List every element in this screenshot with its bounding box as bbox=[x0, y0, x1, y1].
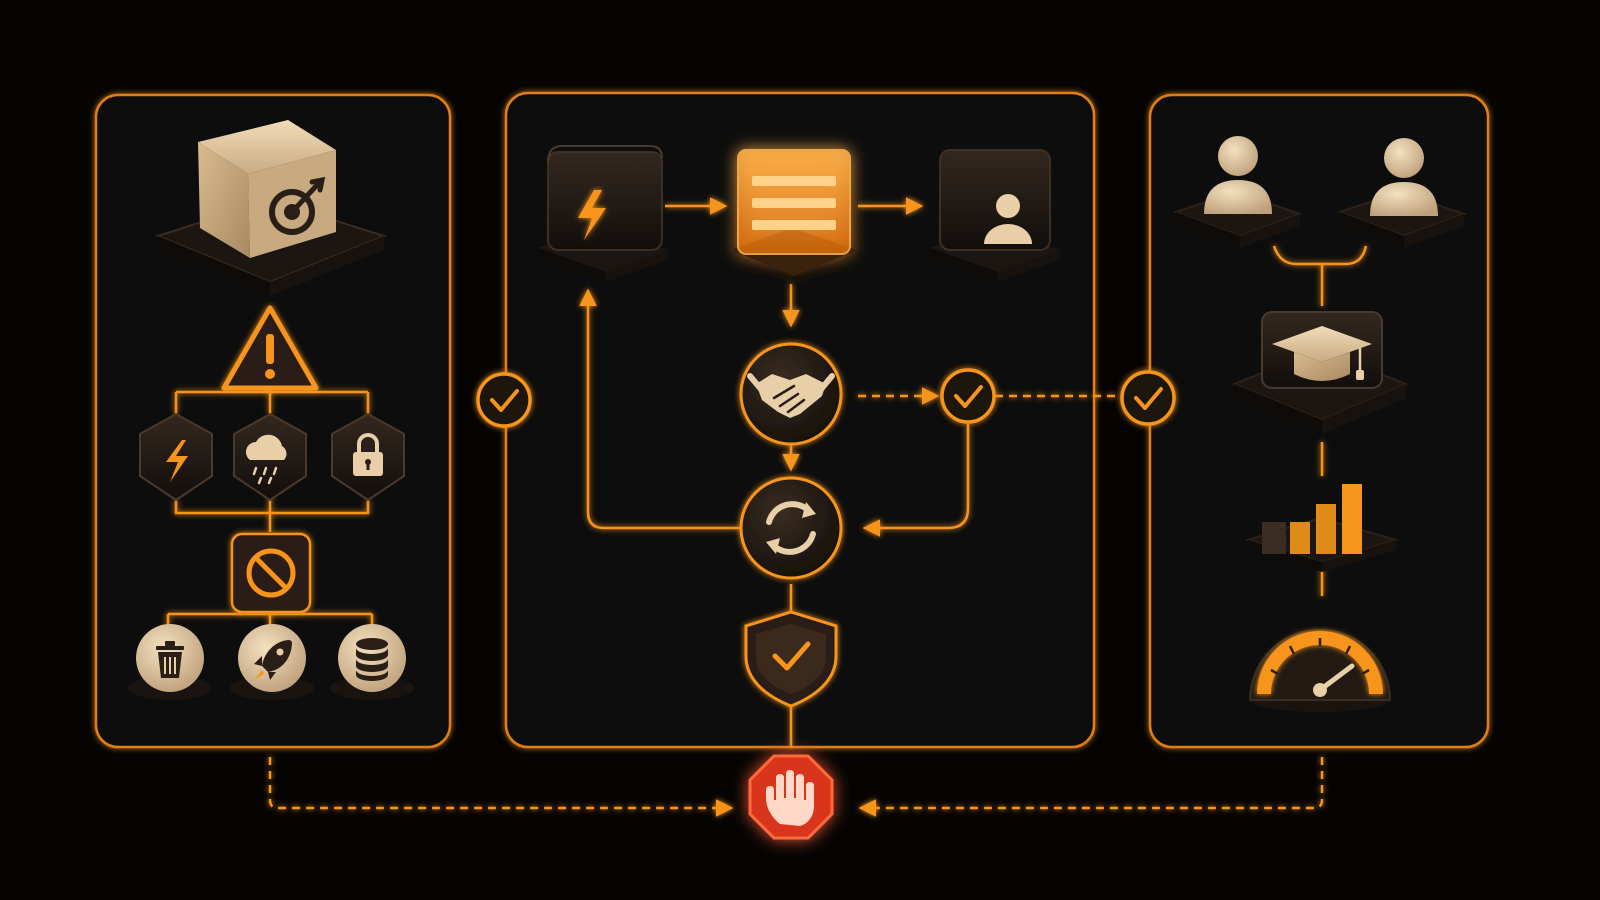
stop-hand-icon bbox=[748, 754, 834, 840]
rocket-icon bbox=[230, 624, 314, 700]
trash-icon bbox=[128, 624, 212, 700]
lightning-icon bbox=[139, 412, 213, 502]
user-icon bbox=[1173, 136, 1303, 248]
graduation-cap-icon bbox=[1231, 311, 1409, 434]
check-circle-icon bbox=[476, 372, 532, 428]
lightning-cube-icon bbox=[538, 145, 668, 282]
handshake-icon bbox=[739, 342, 843, 446]
database-icon bbox=[330, 624, 414, 700]
sync-icon bbox=[739, 476, 843, 580]
user-icon bbox=[1337, 138, 1467, 248]
storm-cloud-icon bbox=[233, 412, 307, 502]
target-cube-icon bbox=[155, 120, 387, 296]
process-flow-lines bbox=[579, 197, 1120, 748]
check-circle-icon bbox=[1120, 370, 1176, 426]
user-cube-icon bbox=[930, 149, 1060, 282]
gauge-icon bbox=[1248, 629, 1392, 712]
check-circle-icon bbox=[940, 368, 996, 424]
warning-icon bbox=[221, 305, 319, 391]
prohibited-icon bbox=[230, 532, 312, 614]
padlock-icon bbox=[331, 412, 405, 502]
glowing-layers-cube-icon bbox=[730, 149, 858, 276]
shield-check-icon bbox=[744, 610, 838, 708]
bar-chart-icon bbox=[1244, 484, 1400, 572]
stop-routes bbox=[268, 757, 1324, 817]
